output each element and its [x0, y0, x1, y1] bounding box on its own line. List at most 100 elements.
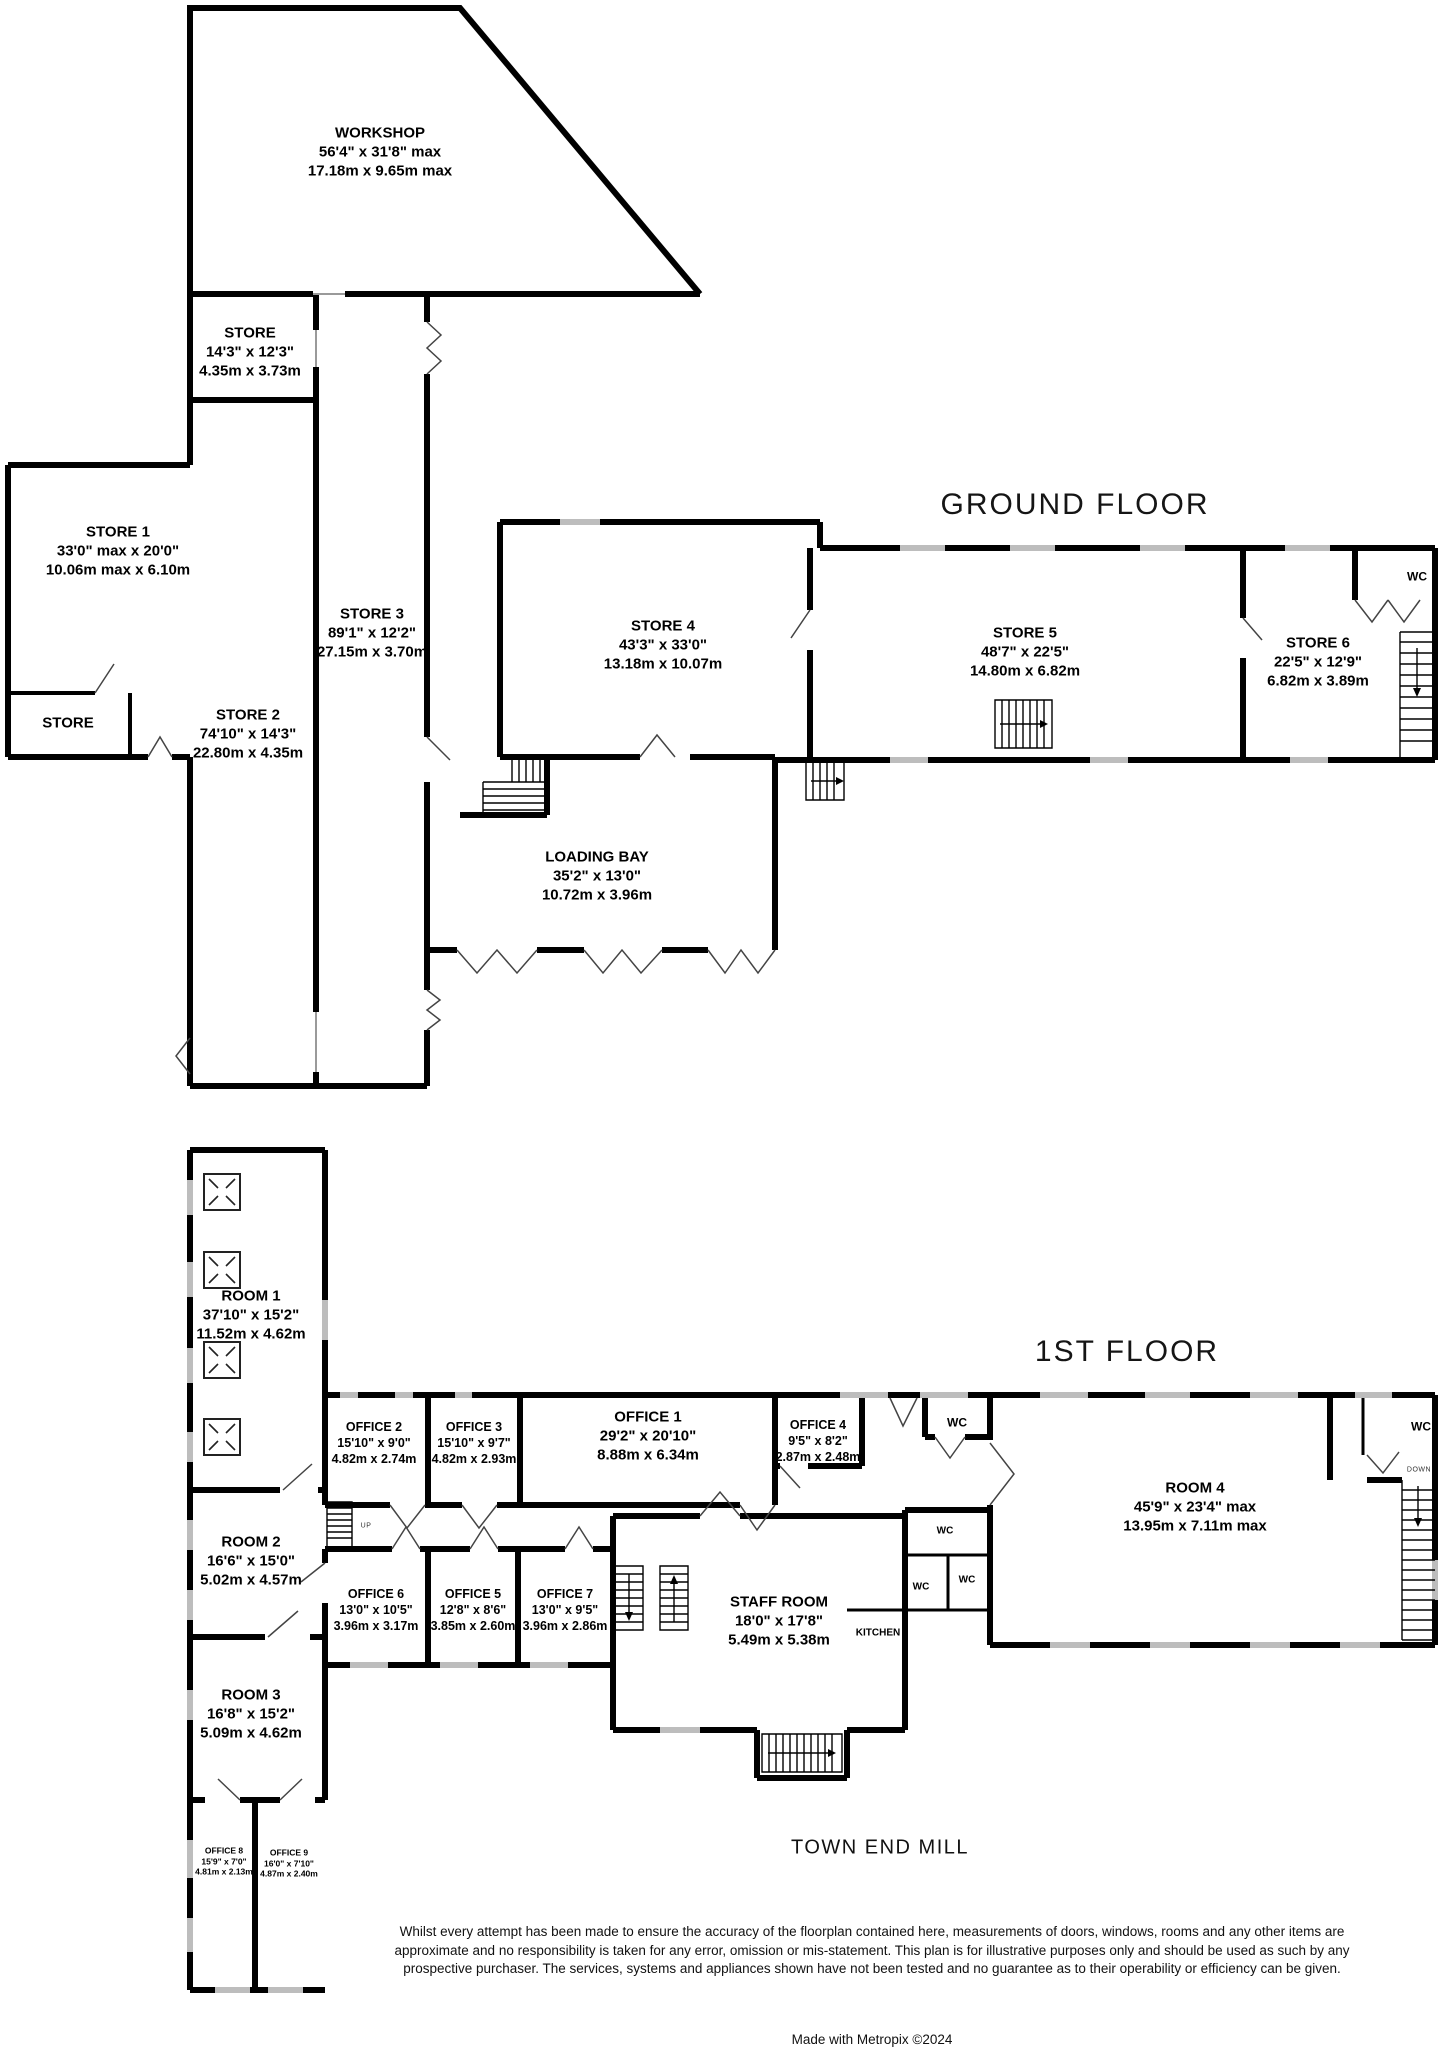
ground-floor-plan — [5, 5, 1438, 1089]
room-dim-metric: 13.95m x 7.11m max — [1123, 1517, 1267, 1535]
room-name: LOADING BAY — [545, 848, 649, 866]
room-dim-metric: 4.82m x 2.93m — [431, 1452, 517, 1466]
room-name: STORE 1 — [86, 523, 150, 541]
room-dim-imperial: 45'9" x 23'4" max — [1133, 1498, 1257, 1516]
room-name: ROOM 1 — [221, 1287, 281, 1305]
room-name: STORE — [42, 714, 94, 732]
room-dim-imperial: 35'2" x 13'0" — [552, 867, 642, 885]
room-label-office5: OFFICE 5 12'8" x 8'6" 3.85m x 2.60m — [431, 1586, 516, 1634]
room-name: WORKSHOP — [335, 124, 425, 142]
room-label-store1: STORE 1 33'0" max x 20'0" 10.06m max x 6… — [46, 523, 190, 580]
room-name: OFFICE 6 — [347, 1587, 405, 1601]
room-dim-imperial: 13'0" x 9'5" — [531, 1603, 599, 1617]
room-name: STORE — [224, 324, 276, 342]
room-dim-metric: 11.52m x 4.62m — [196, 1325, 306, 1343]
room-label-store4: STORE 4 43'3" x 33'0" 13.18m x 10.07m — [604, 617, 722, 674]
stairs-icon — [1401, 1480, 1435, 1641]
stairs-icon — [1399, 631, 1435, 760]
stairs-up-label: UP — [360, 1522, 372, 1530]
room-name: OFFICE 9 — [269, 1847, 309, 1858]
room-dim-imperial: 9'5" x 8'2" — [788, 1434, 848, 1448]
room-label-office4: OFFICE 4 9'5" x 8'2" 2.87m x 2.48m — [776, 1417, 861, 1465]
room-label-wc-ground: WC — [1407, 568, 1427, 587]
room-dim-metric: 3.85m x 2.60m — [430, 1619, 516, 1633]
room-dim-imperial: 15'9" x 7'0" — [201, 1855, 247, 1866]
building-name: TOWN END MILL — [790, 1836, 970, 1859]
room-name: KITCHEN — [855, 1627, 901, 1639]
room-name: WC — [1407, 569, 1427, 584]
room-label-office2: OFFICE 2 15'10" x 9'0" 4.82m x 2.74m — [332, 1419, 417, 1467]
room-label-store3: STORE 3 89'1" x 12'2" 27.15m x 3.70m — [317, 605, 427, 662]
room-name: WC — [912, 1581, 930, 1593]
room-label-office8: OFFICE 8 15'9" x 7'0" 4.81m x 2.13m — [195, 1845, 253, 1877]
window-icon — [560, 519, 1330, 763]
room-name: OFFICE 7 — [536, 1587, 594, 1601]
first-floor-plan — [187, 1147, 1438, 1993]
room-name: STORE 2 — [216, 706, 280, 724]
room-label-workshop: WORKSHOP 56'4" x 31'8" max 17.18m x 9.65… — [308, 124, 452, 181]
room-dim-imperial: 33'0" max x 20'0" — [56, 542, 180, 560]
room-label-wc-room4: WC — [1411, 1418, 1431, 1437]
room-label-room3: ROOM 3 16'8" x 15'2" 5.09m x 4.62m — [200, 1686, 302, 1743]
room-label-wc-c: WC — [959, 1571, 976, 1590]
room-name: STORE 3 — [340, 605, 404, 623]
room-dim-metric: 17.18m x 9.65m max — [307, 162, 453, 180]
room-dim-imperial: 43'3" x 33'0" — [618, 636, 708, 654]
room-name: OFFICE 5 — [444, 1587, 502, 1601]
room-dim-metric: 22.80m x 4.35m — [192, 744, 304, 762]
room-name: STORE 6 — [1286, 634, 1350, 652]
room-name: STORE 4 — [631, 617, 695, 635]
stairs-icon — [805, 761, 845, 801]
door-icon — [94, 321, 1421, 1075]
room-dim-metric: 6.82m x 3.89m — [1267, 672, 1369, 690]
room-label-room2: ROOM 2 16'6" x 15'0" 5.02m x 4.57m — [200, 1533, 302, 1590]
room-label-staff-room: STAFF ROOM 18'0" x 17'8" 5.49m x 5.38m — [728, 1593, 830, 1650]
room-label-room1: ROOM 1 37'10" x 15'2" 11.52m x 4.62m — [196, 1287, 305, 1344]
room-label-loading-bay: LOADING BAY 35'2" x 13'0" 10.72m x 3.96m — [542, 848, 652, 905]
room-dim-metric: 5.02m x 4.57m — [200, 1571, 302, 1589]
room-label-store6: STORE 6 22'5" x 12'9" 6.82m x 3.89m — [1267, 634, 1369, 691]
room-dim-imperial: 15'10" x 9'7" — [437, 1436, 511, 1450]
room-label-kitchen: KITCHEN — [856, 1624, 900, 1643]
stairs-icon — [614, 1565, 689, 1631]
room-name: WC — [958, 1574, 976, 1586]
room-label-office7: OFFICE 7 13'0" x 9'5" 3.96m x 2.86m — [523, 1586, 608, 1634]
room-dim-metric: 13.18m x 10.07m — [603, 655, 723, 673]
room-label-store2: STORE 2 74'10" x 14'3" 22.80m x 4.35m — [193, 706, 303, 763]
room-name: ROOM 3 — [221, 1686, 281, 1704]
room-name: ROOM 2 — [221, 1533, 281, 1551]
room-name: WC — [936, 1525, 954, 1537]
room-label-wc-mid: WC — [947, 1414, 967, 1433]
room-label-wc-a: WC — [937, 1522, 954, 1541]
stairs-icon — [326, 1501, 353, 1549]
window-icon — [187, 1180, 1438, 1993]
stairs-icon — [994, 699, 1053, 749]
room-dim-imperial: 89'1" x 12'2" — [327, 624, 417, 642]
room-dim-metric: 4.35m x 3.73m — [199, 362, 301, 380]
room-dim-metric: 3.96m x 2.86m — [522, 1619, 608, 1633]
room-name: WC — [947, 1415, 967, 1430]
room-dim-imperial: 15'10" x 9'0" — [337, 1436, 411, 1450]
room-name: OFFICE 4 — [789, 1418, 847, 1432]
stairs-down-label: DOWN — [1406, 1466, 1432, 1474]
room-dim-metric: 8.88m x 6.34m — [597, 1446, 699, 1464]
room-label-wc-b: WC — [913, 1578, 930, 1597]
room-dim-metric: 27.15m x 3.70m — [316, 643, 428, 661]
room-name: OFFICE 2 — [345, 1420, 403, 1434]
room-dim-imperial: 18'0" x 17'8" — [734, 1612, 824, 1630]
room-dim-imperial: 16'8" x 15'2" — [206, 1705, 296, 1723]
room-label-store-small: STORE — [42, 714, 93, 733]
room-dim-metric: 5.49m x 5.38m — [728, 1631, 830, 1649]
room-dim-imperial: 22'5" x 12'9" — [1273, 653, 1363, 671]
room-label-office6: OFFICE 6 13'0" x 10'5" 3.96m x 3.17m — [334, 1586, 419, 1634]
room-dim-imperial: 56'4" x 31'8" max — [318, 143, 442, 161]
room-dim-metric: 10.72m x 3.96m — [541, 886, 653, 904]
room-dim-imperial: 29'2" x 20'10" — [599, 1427, 697, 1445]
room-dim-imperial: 14'3" x 12'3" — [205, 343, 295, 361]
room-dim-imperial: 48'7" x 22'5" — [980, 643, 1070, 661]
room-dim-imperial: 37'10" x 15'2" — [202, 1306, 300, 1324]
credit-text: Made with Metropix ©2024 — [791, 2032, 953, 2047]
room-name: STAFF ROOM — [729, 1593, 829, 1611]
room-dim-metric: 4.82m x 2.74m — [331, 1452, 417, 1466]
